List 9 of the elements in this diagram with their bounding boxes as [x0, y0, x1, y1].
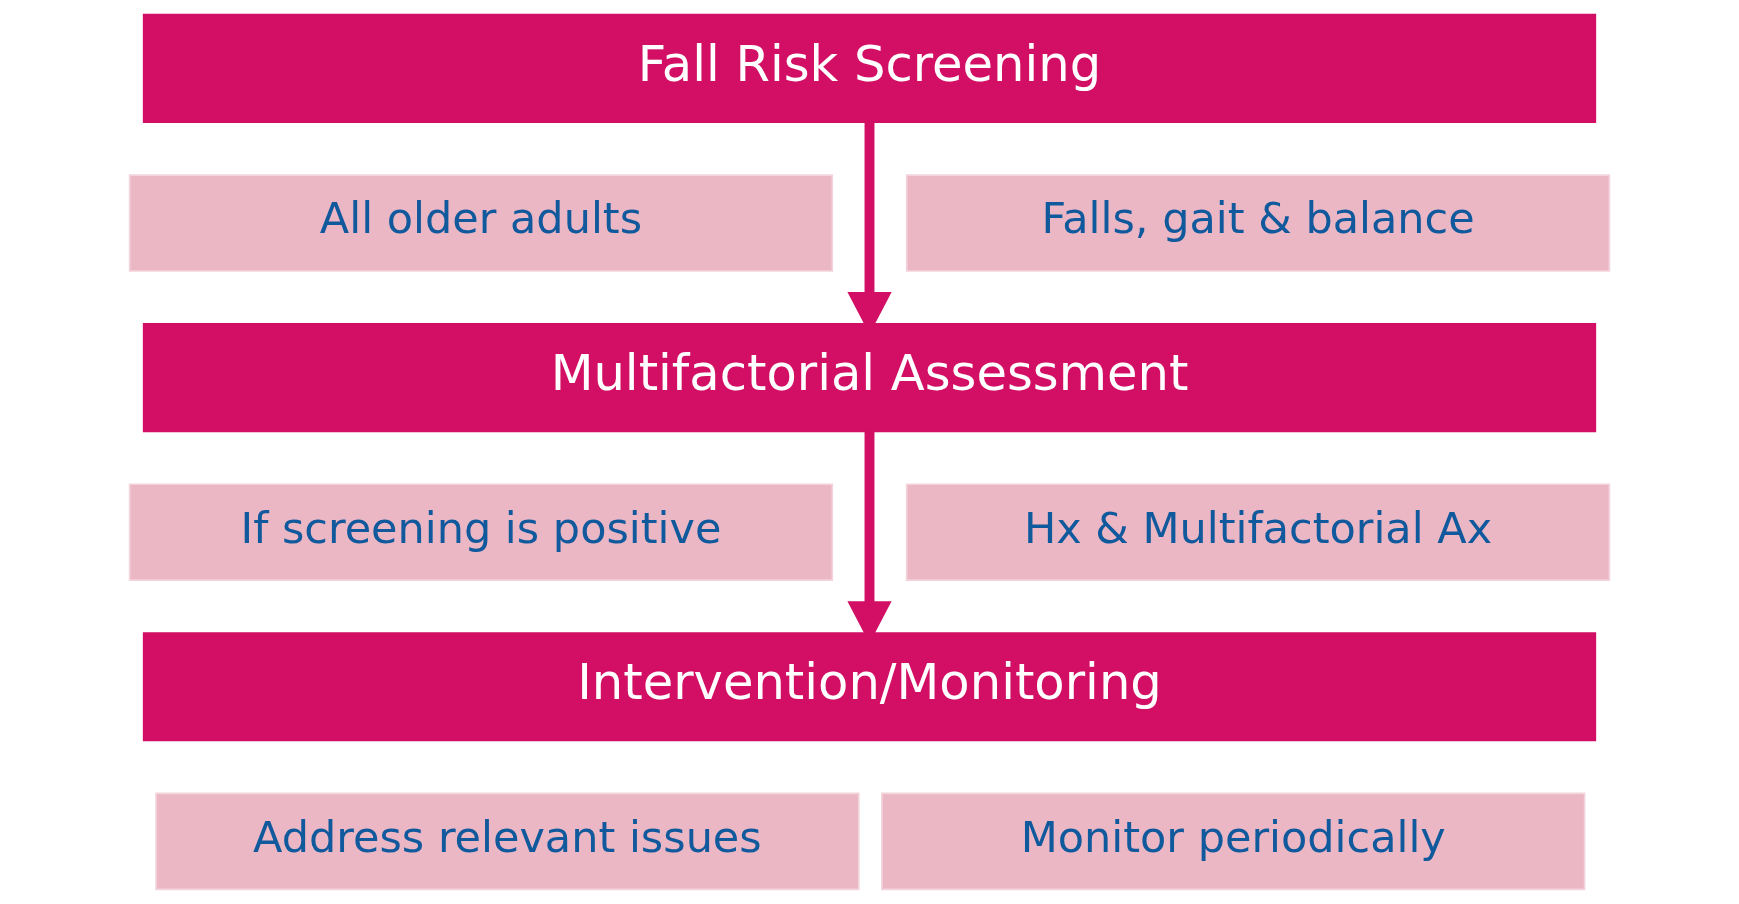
node-box: Falls, gait & balance [905, 174, 1611, 272]
node-box: If screening is positive [128, 483, 834, 581]
node-box: Address relevant issues [155, 792, 860, 891]
node-box: Hx & Multifactorial Ax [905, 483, 1611, 581]
node-box: Monitor periodically [881, 792, 1586, 891]
node-box: Intervention/Monitoring [142, 632, 1597, 742]
node-box: Multifactorial Assessment [142, 323, 1597, 433]
node-box: Fall Risk Screening [142, 13, 1597, 123]
node-box: All older adults [128, 174, 834, 272]
